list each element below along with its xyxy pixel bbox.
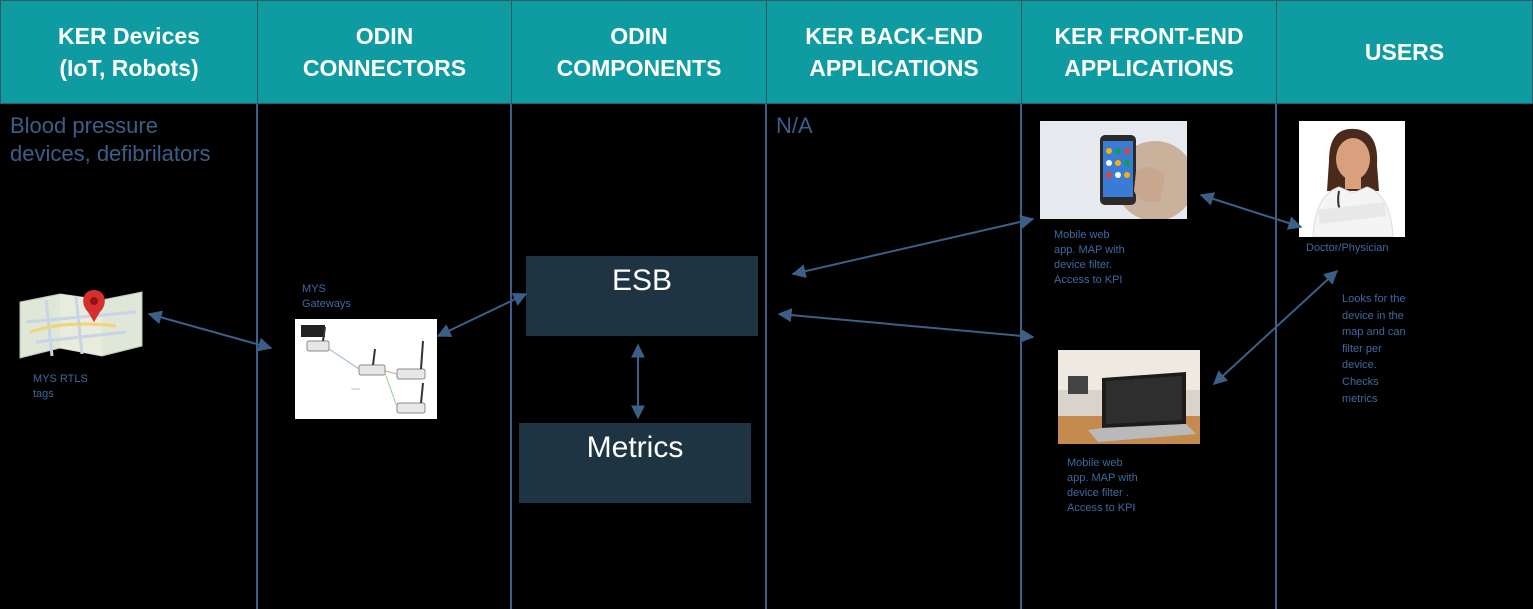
backend-description: N/A: [776, 113, 813, 138]
mobile-app-label-top: Mobile web app. MAP with device filter. …: [1054, 229, 1125, 286]
svg-text:~~~: ~~~: [351, 387, 360, 393]
router-icon: ~~~: [295, 319, 437, 419]
column-headers: KER Devices (IoT, Robots) ODIN CONNECTOR…: [0, 0, 1533, 106]
smartphone-icon: [1040, 121, 1187, 219]
arrow-laptop-doctor: [1212, 270, 1339, 385]
doctor-label: Doctor/Physician: [1306, 242, 1389, 254]
arrow-esb-laptop: [777, 308, 1035, 343]
gateways-label: MYS Gateways: [302, 283, 351, 310]
mobile-app-label-bottom: Mobile web app. MAP with device filter .…: [1067, 457, 1138, 514]
arrow-tags-gateways: [147, 310, 273, 352]
header-ker-frontend: KER FRONT-END APPLICATIONS: [1021, 0, 1277, 104]
devices-description: Blood pressure devices, defibrilators: [10, 113, 211, 166]
header-users: USERS: [1276, 0, 1533, 104]
header-ker-devices: KER Devices (IoT, Robots): [0, 0, 258, 104]
metrics-box: Metrics: [519, 423, 751, 503]
column-divider: [510, 104, 512, 609]
esb-box: ESB: [526, 256, 758, 336]
arrow-esb-mobile: [791, 214, 1035, 279]
laptop-icon: [1058, 350, 1200, 444]
column-divider: [765, 104, 767, 609]
header-odin-components: ODIN COMPONENTS: [511, 0, 767, 104]
doctor-photo: [1299, 121, 1405, 237]
arrow-mobile-doctor: [1199, 192, 1303, 230]
arrow-gateways-esb: [436, 293, 528, 337]
map-pin-icon: [16, 282, 146, 366]
column-divider: [1020, 104, 1022, 609]
doctor-description: Looks for the device in the map and can …: [1342, 293, 1406, 405]
rtls-tags-label: MYS RTLS tags: [33, 373, 88, 400]
header-odin-connectors: ODIN CONNECTORS: [257, 0, 512, 104]
column-divider: [256, 104, 258, 609]
header-ker-backend: KER BACK-END APPLICATIONS: [766, 0, 1022, 104]
